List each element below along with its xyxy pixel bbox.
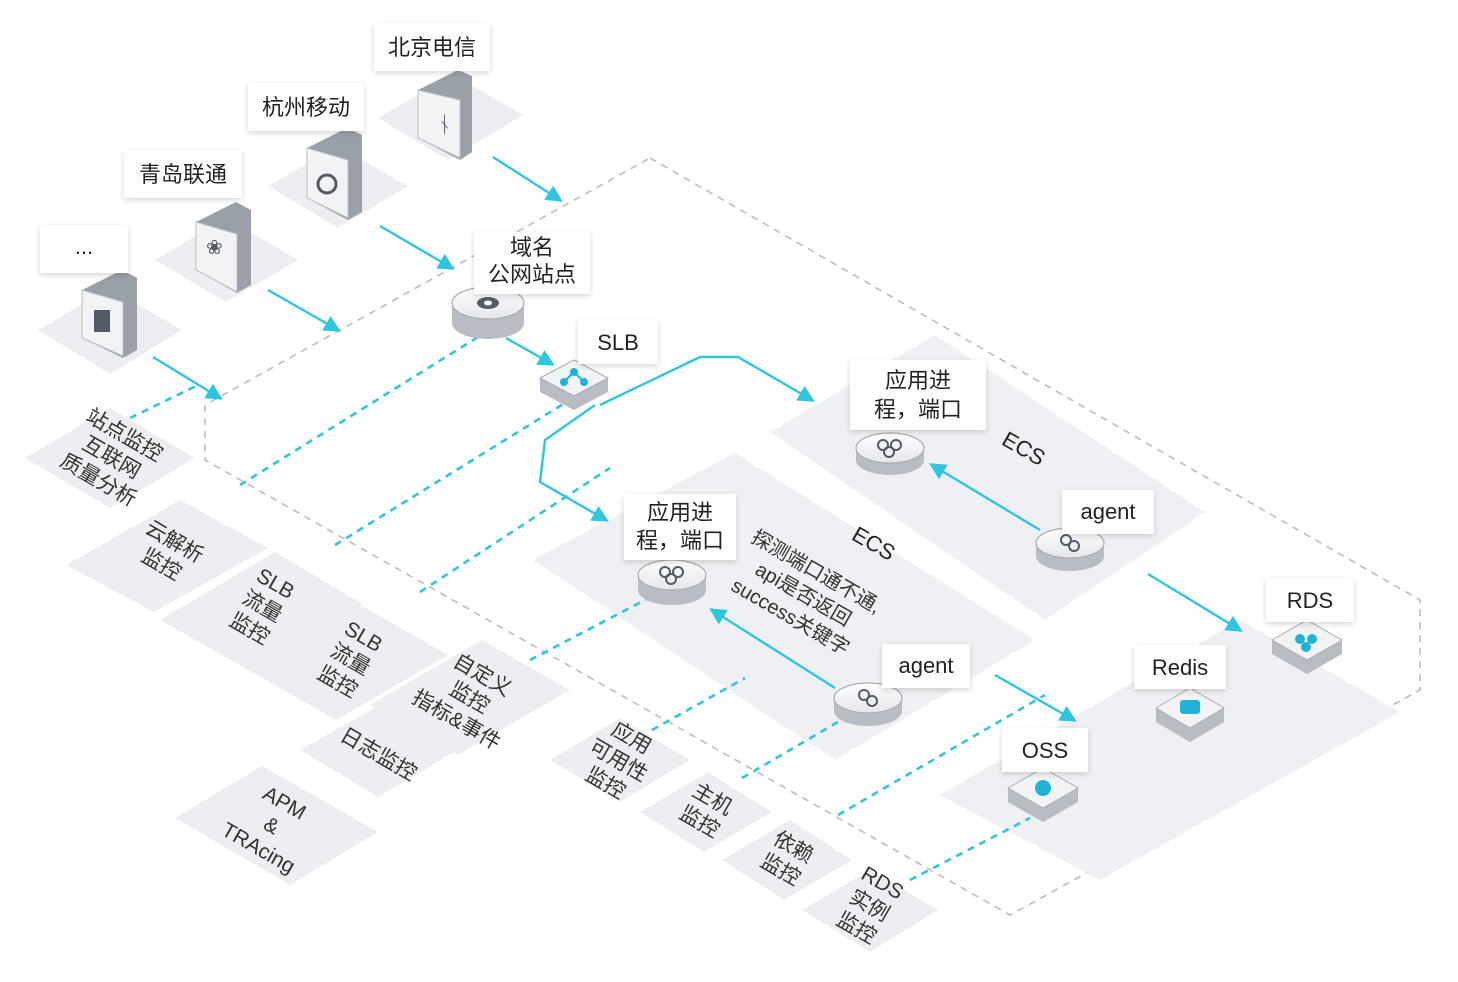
isp-tile-unicom: ❀ 青岛联通 <box>124 150 298 302</box>
slb-node[interactable]: SLB <box>538 320 658 410</box>
load-balancer-icon <box>560 368 588 386</box>
china-telecom-icon: ᚾ <box>417 70 472 160</box>
flow-unicom <box>267 288 341 332</box>
svg-text:ᚾ: ᚾ <box>438 113 451 138</box>
china-mobile-icon <box>306 128 362 220</box>
flow-slb-ecs-mid <box>538 404 609 522</box>
isp-label-unicom: 青岛联通 <box>139 162 227 187</box>
monitor-tile-log: 日志监控 <box>300 705 458 797</box>
isp-label-telecom: 北京电信 <box>388 35 476 60</box>
monitor-tile-apm: APM & TRAcing <box>175 766 378 885</box>
isp-label-mobile: 杭州移动 <box>262 95 350 120</box>
redis-node[interactable]: Redis <box>1134 645 1226 742</box>
flow-telecom <box>492 155 563 202</box>
ecs-top: ECS 应用进 程，端口 agent <box>850 360 1154 571</box>
rds-node[interactable]: RDS <box>1266 578 1354 674</box>
ecs-mid-agent-node[interactable]: agent <box>833 644 970 726</box>
domain-label-line2: 公网站点 <box>488 262 576 287</box>
storage-icon <box>1035 780 1051 796</box>
link-dns-monitor <box>239 335 479 487</box>
cloud-boundary <box>204 157 1421 916</box>
flow-slb-ecs-top <box>599 355 815 407</box>
ecs-top-app-line2: 程，端口 <box>874 397 962 422</box>
flow-ecs-oss <box>994 673 1077 722</box>
rds-label: RDS <box>1287 588 1333 613</box>
isp-tile-mobile: 杭州移动 <box>248 83 408 228</box>
process-icon <box>659 566 684 585</box>
link-slb-monitor-1 <box>334 396 574 547</box>
domain-node[interactable]: 域名 公网站点 <box>451 232 590 339</box>
ecs-mid-app-node[interactable]: 应用进 程，端口 <box>624 494 736 605</box>
ecs-mid-app-line2: 程，端口 <box>636 528 724 553</box>
oss-node[interactable]: OSS <box>1002 728 1088 822</box>
monitor-links <box>129 335 1046 882</box>
link-dep-monitor <box>837 693 1046 817</box>
isp-tile-other: ... <box>38 225 182 374</box>
database-icon <box>1295 634 1317 652</box>
monitor-tile-slb1: SLB 流量 监控 <box>160 552 363 670</box>
ecs-top-agent-label: agent <box>1080 499 1135 524</box>
process-icon <box>877 439 902 458</box>
ecs-mid-agent-label: agent <box>898 653 953 678</box>
ecs-top-app-line1: 应用进 <box>885 368 951 393</box>
oss-label: OSS <box>1022 738 1068 763</box>
monitor-tile-host: 主机 监控 <box>640 772 772 852</box>
ecs-top-agent-node[interactable]: agent <box>1035 490 1154 571</box>
monitor-tile-site: 站点监控 互联网 质量分析 <box>25 404 195 511</box>
ecs-top-app-node[interactable]: 应用进 程，端口 <box>850 360 986 475</box>
monitor-tile-dep: 依赖 监控 <box>722 820 852 900</box>
cache-icon <box>1180 700 1200 714</box>
flow-agent-top <box>929 463 1041 532</box>
globe-icon <box>477 297 499 309</box>
redis-label: Redis <box>1152 655 1208 680</box>
generic-isp-icon <box>81 270 137 358</box>
link-site-monitor <box>129 382 201 420</box>
ecs-mid-app-line1: 应用进 <box>647 500 713 525</box>
china-unicom-icon: ❀ <box>195 202 251 293</box>
flow-agent-mid <box>709 608 836 690</box>
link-app-monitor <box>651 676 746 732</box>
monitor-tile-slb2: SLB 流量 监控 <box>248 605 448 720</box>
slb-label: SLB <box>597 330 639 355</box>
domain-label-line1: 域名 <box>510 235 554 260</box>
agent-icon <box>858 689 878 707</box>
link-rds-monitor <box>909 816 1031 882</box>
flow-domain-slb <box>505 336 555 366</box>
flow-mobile <box>379 224 455 270</box>
monitor-tile-dns: 云解析 监控 <box>66 500 268 612</box>
agent-icon <box>1060 534 1080 552</box>
link-host-monitor <box>741 710 856 780</box>
monitor-tile-app: 应用 可用性 监控 <box>550 718 690 804</box>
flow-arrows <box>152 155 1243 722</box>
flow-other <box>152 355 223 400</box>
svg-text:❀: ❀ <box>206 235 223 259</box>
flow-ecs-rds <box>1147 572 1243 632</box>
isp-tile-telecom: ᚾ 北京电信 <box>374 23 523 160</box>
isp-label-other: ... <box>75 234 93 259</box>
